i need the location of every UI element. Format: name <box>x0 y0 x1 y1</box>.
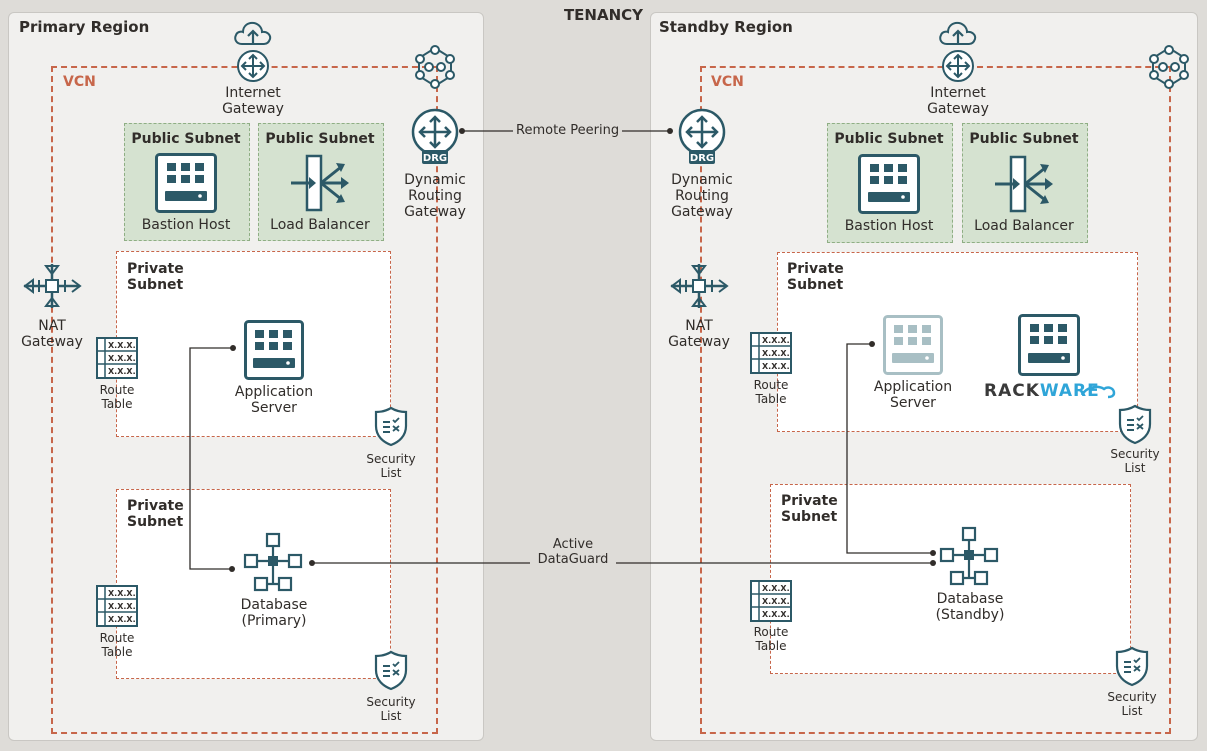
primary-route-table-app-label: Route Table <box>99 383 135 411</box>
primary-lb-label: Load Balancer <box>270 217 370 233</box>
load-balancer-icon <box>291 154 349 212</box>
route-table-icon: X.X.X. X.X.X. X.X.X. <box>96 337 138 379</box>
standby-route-table-db-label: Route Table <box>753 625 789 653</box>
svg-text:X.X.X.: X.X.X. <box>762 584 790 593</box>
primary-private-subnet-db <box>116 489 391 679</box>
application-server-icon <box>244 320 304 380</box>
dataguard-label: Active DataGuard <box>530 537 616 567</box>
svg-text:X.X.X.: X.X.X. <box>762 610 790 619</box>
standby-public-subnet-lb-title: Public Subnet <box>969 131 1079 147</box>
standby-vcn-label: VCN <box>711 74 744 90</box>
standby-nat-gateway-label: NAT Gateway <box>668 318 730 350</box>
network-mesh-icon <box>1149 45 1189 89</box>
drg-icon: DRG <box>411 108 459 164</box>
primary-public-subnet-bastion-title: Public Subnet <box>131 131 241 147</box>
primary-database-label: Database (Primary) <box>240 597 308 629</box>
primary-bastion-label: Bastion Host <box>141 217 231 233</box>
remote-peering-label: Remote Peering <box>513 123 623 138</box>
tenancy-label: TENANCY <box>563 6 644 24</box>
drg-icon: DRG <box>678 108 726 164</box>
cloud-icon <box>939 21 977 45</box>
standby-internet-gateway-label: Internet Gateway <box>927 85 989 117</box>
svg-text:X.X.X.: X.X.X. <box>762 597 790 606</box>
route-table-icon: X.X.X. X.X.X. X.X.X. <box>96 585 138 627</box>
svg-text:X.X.X.: X.X.X. <box>108 354 136 363</box>
security-list-icon <box>374 406 408 447</box>
primary-security-list-db-label: Security List <box>366 695 416 723</box>
drg-badge-text: DRG <box>690 153 714 164</box>
standby-app-server-label: Application Server <box>873 379 953 411</box>
internet-gateway-icon <box>942 50 974 82</box>
standby-private-subnet-app-title: Private Subnet <box>787 261 844 293</box>
bastion-host-icon <box>155 153 217 213</box>
primary-app-server-label: Application Server <box>234 384 314 416</box>
svg-text:X.X.X.: X.X.X. <box>108 615 136 624</box>
standby-public-subnet-lb <box>962 123 1088 243</box>
application-server-icon <box>883 315 943 375</box>
primary-vcn-label: VCN <box>63 74 96 90</box>
load-balancer-icon <box>995 155 1053 213</box>
standby-security-list-app-label: Security List <box>1110 447 1160 475</box>
nat-gateway-icon <box>670 264 729 308</box>
standby-private-subnet-db-title: Private Subnet <box>781 493 838 525</box>
primary-internet-gateway-label: Internet Gateway <box>222 85 284 117</box>
standby-lb-label: Load Balancer <box>974 218 1074 234</box>
svg-text:X.X.X.: X.X.X. <box>108 589 136 598</box>
primary-public-subnet-lb-title: Public Subnet <box>265 131 375 147</box>
bastion-host-icon <box>858 154 920 214</box>
database-icon <box>243 532 303 592</box>
database-icon <box>939 526 999 586</box>
standby-bastion-label: Bastion Host <box>844 218 934 234</box>
svg-text:X.X.X.: X.X.X. <box>108 341 136 350</box>
standby-database-label: Database (Standby) <box>935 591 1005 623</box>
svg-text:X.X.X.: X.X.X. <box>108 602 136 611</box>
svg-text:X.X.X.: X.X.X. <box>762 362 790 371</box>
security-list-icon <box>1115 646 1149 687</box>
standby-vcn <box>700 66 1171 734</box>
route-table-icon: X.X.X. X.X.X. X.X.X. <box>750 332 792 374</box>
standby-security-list-db-label: Security List <box>1107 690 1157 718</box>
standby-route-table-app-label: Route Table <box>753 378 789 406</box>
drg-badge-text: DRG <box>423 153 447 164</box>
security-list-icon <box>1118 404 1152 445</box>
primary-security-list-app-label: Security List <box>366 452 416 480</box>
primary-region-title: Primary Region <box>19 18 150 36</box>
internet-gateway-icon <box>237 50 269 82</box>
network-mesh-icon <box>415 45 455 89</box>
svg-text:X.X.X.: X.X.X. <box>108 367 136 376</box>
nat-gateway-icon <box>23 264 82 308</box>
primary-private-subnet-app-title: Private Subnet <box>127 261 184 293</box>
primary-drg-label: Dynamic Routing Gateway <box>404 172 466 220</box>
standby-region-title: Standby Region <box>659 18 793 36</box>
rackware-server-icon <box>1018 314 1080 376</box>
primary-nat-gateway-label: NAT Gateway <box>21 318 83 350</box>
standby-public-subnet-bastion-title: Public Subnet <box>834 131 944 147</box>
svg-text:X.X.X.: X.X.X. <box>762 349 790 358</box>
svg-text:RACKWARE: RACKWARE <box>984 381 1100 401</box>
primary-route-table-db-label: Route Table <box>99 631 135 659</box>
svg-text:X.X.X.: X.X.X. <box>762 336 790 345</box>
rackware-logo: RACKWARE <box>984 381 1116 401</box>
standby-drg-label: Dynamic Routing Gateway <box>671 172 733 220</box>
cloud-icon <box>234 21 272 45</box>
security-list-icon <box>374 650 408 691</box>
route-table-icon: X.X.X. X.X.X. X.X.X. <box>750 580 792 622</box>
primary-private-subnet-db-title: Private Subnet <box>127 498 184 530</box>
